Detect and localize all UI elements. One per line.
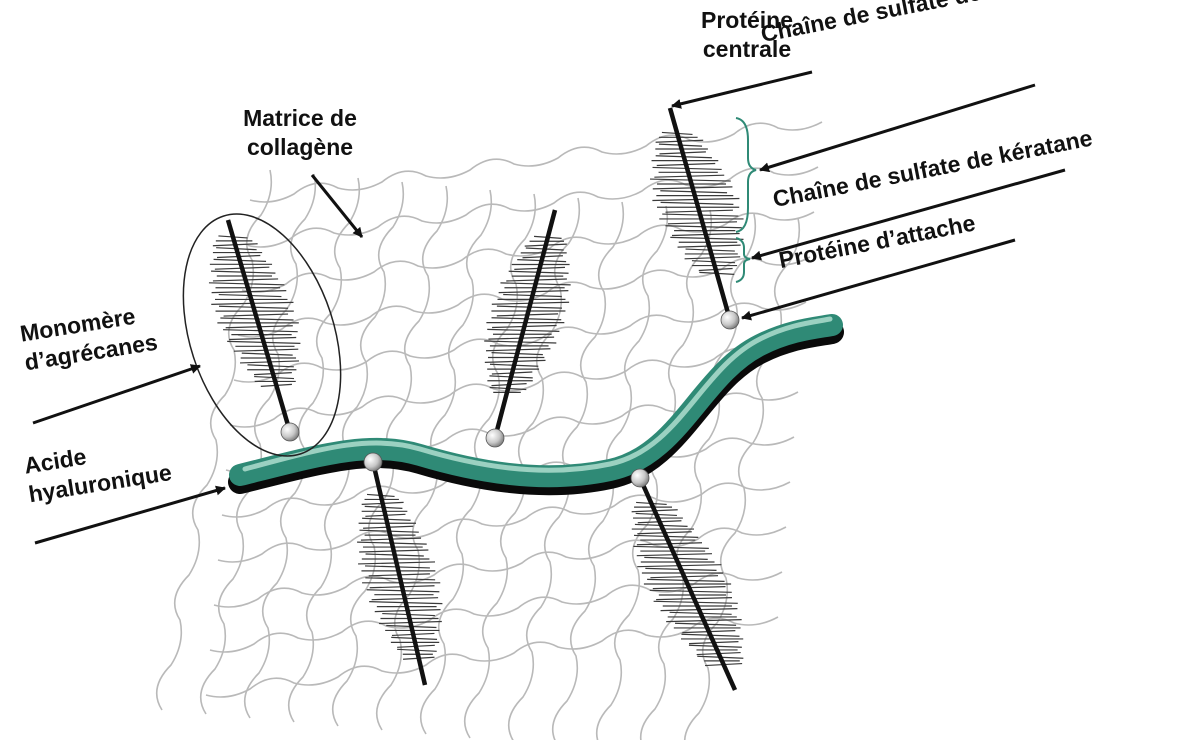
link-protein-node — [631, 469, 649, 487]
core-protein — [373, 462, 425, 685]
aggrecan-monomers — [209, 108, 744, 690]
link-protein-node — [281, 423, 299, 441]
aggrecan-monomer — [209, 220, 300, 441]
chondroitin-bracket — [736, 118, 756, 232]
arrow-monomere — [33, 366, 200, 423]
label-collagene-line2: collagène — [225, 133, 375, 162]
arrow-proteine-centrale — [672, 72, 812, 106]
hyaluronic-acid-backbone — [240, 319, 832, 483]
collagen-fiber — [206, 617, 778, 697]
collagen-fiber — [157, 170, 272, 710]
link-protein-node — [721, 311, 739, 329]
label-collagene-line1: Matrice de — [225, 104, 375, 133]
core-protein — [495, 210, 555, 438]
link-protein-node — [486, 429, 504, 447]
collagen-fiber — [685, 218, 800, 740]
link-protein-node — [364, 453, 382, 471]
collagen-fiber — [218, 482, 790, 562]
label-collagene: Matrice de collagène — [225, 104, 375, 162]
